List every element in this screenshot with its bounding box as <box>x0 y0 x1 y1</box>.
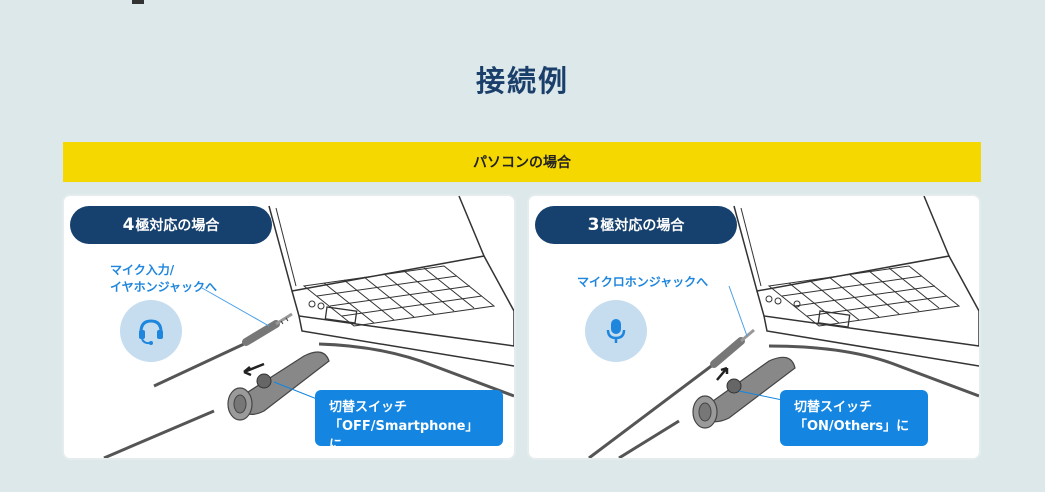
page-title: 接続例 <box>475 64 569 98</box>
panel-3-pole: 3 極対応の場合 マイクロホンジャックへ 切替スイッチ 「ON/Others」に <box>527 194 981 460</box>
caption-line1: マイク入力/ <box>110 263 175 277</box>
badge-number: 3 <box>587 215 600 235</box>
jack-caption: マイク入力/ イヤホンジャックへ <box>110 262 217 296</box>
badge-text: 極対応の場合 <box>135 218 220 234</box>
banner-label: パソコンの場合 <box>473 155 571 171</box>
laptop-cable-illustration <box>588 196 979 458</box>
switch-callout: 切替スイッチ 「ON/Others」に <box>780 390 928 446</box>
top-edge-mark <box>132 0 144 4</box>
badge-3-pole: 3 極対応の場合 <box>535 206 737 244</box>
headset-icon <box>139 319 163 345</box>
badge-number: 4 <box>122 215 135 235</box>
switch-callout: 切替スイッチ 「OFF/Smartphone」に <box>315 390 503 453</box>
panel-4-pole: 4 極対応の場合 マイク入力/ イヤホンジャックへ 切替スイッチ 「OFF/Sm… <box>62 194 516 460</box>
callout-line1: 切替スイッチ <box>794 400 873 415</box>
callout-line1: 切替スイッチ <box>329 400 408 415</box>
microphone-icon <box>606 319 626 343</box>
callout-line2: 「ON/Others」に <box>794 419 910 434</box>
jack-caption: マイクロホンジャックへ <box>577 274 708 291</box>
caption-line1: マイクロホンジャックへ <box>577 275 709 289</box>
microphone-icon-bubble <box>585 300 647 362</box>
laptop-cable-illustration <box>103 196 514 458</box>
callout-line2: 「OFF/Smartphone」に <box>329 419 479 453</box>
section-banner: パソコンの場合 <box>63 142 981 182</box>
headset-icon-bubble <box>120 300 182 362</box>
badge-text: 極対応の場合 <box>600 218 685 234</box>
caption-line2: イヤホンジャックへ <box>110 280 218 294</box>
badge-4-pole: 4 極対応の場合 <box>70 206 272 244</box>
